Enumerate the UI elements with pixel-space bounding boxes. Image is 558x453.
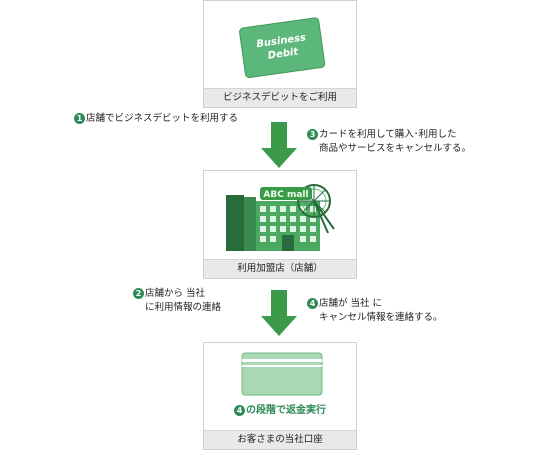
bankbook-icon <box>241 352 323 396</box>
card-usage-box: Business Debit ビジネスデビットをご利用 <box>203 0 357 108</box>
step2-number-badge: 2 <box>133 288 144 299</box>
merchant-store-box: ABC mall 利用加盟店（店舗） <box>203 170 357 279</box>
step4-line2: キャンセル情報を連絡する。 <box>319 312 443 323</box>
business-debit-card-icon: Business Debit <box>239 17 326 79</box>
step3-number-badge: 3 <box>307 129 318 140</box>
step4-number-badge: 4 <box>307 298 318 309</box>
step3-line1: カードを利用して購入･利用した <box>319 129 457 140</box>
customer-account-caption: お客さまの当社口座 <box>204 430 356 449</box>
refund-text: の段階で返金実行 <box>246 405 326 416</box>
step4-line1: 店舗が 当社 に <box>319 298 383 309</box>
step3-line2: 商品やサービスをキャンセルする。 <box>319 143 472 154</box>
store-building-icon: ABC mall <box>226 184 335 251</box>
down-arrow-icon <box>261 122 297 168</box>
refund-number-badge: 4 <box>234 405 245 416</box>
down-arrow-icon <box>261 290 297 336</box>
step1-text: 店舗でビジネスデビットを利用する <box>86 113 239 124</box>
step2-line2: に利用情報の連絡 <box>145 302 222 313</box>
card-text-line2: Debit <box>267 46 300 61</box>
store-sign-text: ABC mall <box>263 190 308 200</box>
merchant-store-caption: 利用加盟店（店舗） <box>204 259 356 278</box>
card-usage-caption: ビジネスデビットをご利用 <box>204 88 356 107</box>
step2-line1: 店舗から 当社 <box>145 288 206 299</box>
step1-number-badge: 1 <box>74 113 85 124</box>
